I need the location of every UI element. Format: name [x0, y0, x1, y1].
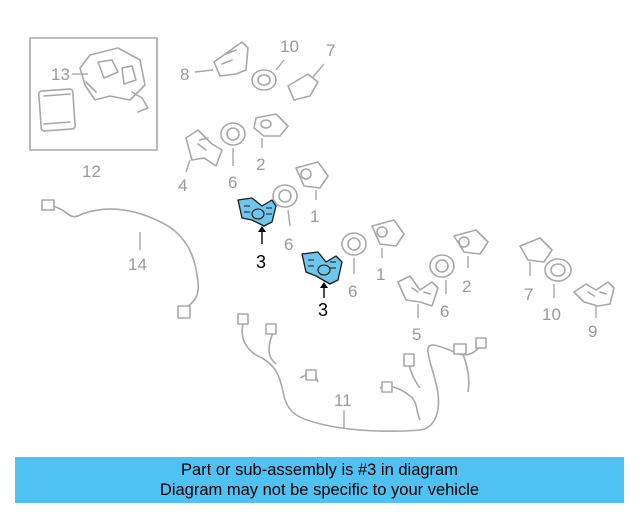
- leader-6b: [287, 209, 291, 227]
- ring-6c-part: [341, 232, 367, 256]
- harness-11-connector-a: [237, 313, 249, 325]
- harness-11-connector-g: [305, 369, 317, 381]
- leader-7a: [311, 63, 325, 79]
- ring-6d-part: [429, 254, 455, 278]
- ring-10b-inner: [550, 263, 566, 277]
- harness-11-connector-e: [475, 337, 487, 349]
- callout-11: 11: [334, 391, 352, 410]
- harness-11-part: [241, 319, 481, 432]
- ring-6a-part: [220, 122, 246, 146]
- bracket-9-part: [573, 281, 615, 307]
- leader-8: [194, 69, 214, 73]
- ring-6a-inner: [226, 127, 240, 141]
- sensor-1a-part: [295, 161, 329, 189]
- callout-14: 14: [128, 255, 147, 274]
- harness-14-connector-b: [177, 305, 191, 319]
- sensor-7a-part: [287, 73, 319, 101]
- callout-1a: 1: [310, 207, 319, 226]
- harness-11-connector-c: [403, 353, 415, 367]
- callout-6c: 6: [348, 282, 357, 301]
- callout-6d: 6: [440, 302, 449, 321]
- sensor-7b-part: [519, 237, 553, 263]
- sensor-2a-face: [260, 119, 272, 129]
- sensor-1a-face: [300, 168, 312, 180]
- ring-6c-inner: [347, 237, 361, 251]
- parts-diagram: 13 12 8 10 7 4 6 2 1 3 6 14: [29, 37, 615, 432]
- bracket-13-part: [79, 47, 149, 113]
- module-12-part: [38, 88, 76, 132]
- ring-6d-inner: [435, 259, 449, 273]
- callout-13: 13: [51, 65, 70, 84]
- callout-10a: 10: [280, 37, 299, 56]
- module-box: [29, 37, 158, 151]
- harness-14-connector-a: [41, 199, 55, 211]
- caption-banner: Part or sub-assembly is #3 in diagram Di…: [15, 457, 624, 503]
- harness-11-connector-d: [453, 343, 467, 355]
- ring-10-part: [251, 69, 277, 91]
- control-module-group: [29, 37, 158, 151]
- callout-4: 4: [178, 176, 187, 195]
- ring-10b-part: [544, 258, 572, 282]
- ring-10-inner: [257, 74, 271, 86]
- bracket-5-part: [397, 275, 439, 307]
- sensor-1b-face: [376, 226, 388, 238]
- callout-5: 5: [412, 325, 421, 344]
- callout-7a: 7: [326, 41, 335, 60]
- module-12-detail: [43, 93, 71, 125]
- callout-3a: 3: [256, 252, 266, 272]
- arrow-3b: [320, 282, 328, 288]
- ring-6b-part: [272, 184, 298, 208]
- sensor-2b-part: [453, 229, 489, 255]
- leader-4: [185, 159, 191, 173]
- harness-11-connector-f: [381, 381, 393, 393]
- harness-11-connector-b: [265, 323, 277, 335]
- caption-line-1: Part or sub-assembly is #3 in diagram: [181, 461, 458, 479]
- bracket-3a-part: [237, 197, 277, 227]
- callout-8: 8: [180, 65, 189, 84]
- callout-7b: 7: [524, 285, 533, 304]
- callout-2b: 2: [462, 277, 471, 296]
- callout-2a: 2: [256, 155, 265, 174]
- caption-line-2: Diagram may not be specific to your vehi…: [159, 481, 480, 499]
- sensor-2b-face: [458, 236, 470, 248]
- bracket-3b-part: [301, 251, 343, 285]
- bracket-4-part: [185, 129, 223, 167]
- arrow-3a: [258, 226, 266, 232]
- callout-12: 12: [82, 162, 101, 181]
- callout-3b: 3: [318, 300, 328, 320]
- sensor-1b-part: [371, 219, 405, 247]
- bracket-8-part: [213, 41, 249, 77]
- harness-14-part: [51, 205, 200, 309]
- callout-1b: 1: [376, 265, 385, 284]
- callout-10b: 10: [542, 305, 561, 324]
- callout-9: 9: [588, 322, 597, 341]
- callout-6a: 6: [228, 173, 237, 192]
- ring-6b-inner: [278, 189, 292, 203]
- leader-10a: [275, 59, 285, 71]
- callout-6b: 6: [284, 235, 293, 254]
